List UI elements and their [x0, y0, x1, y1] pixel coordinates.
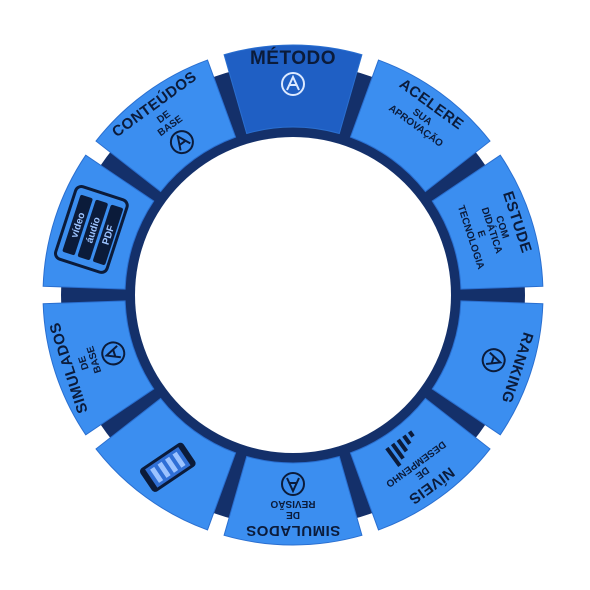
segment-content: MÉTODO	[250, 47, 336, 96]
segment-shape	[223, 44, 363, 135]
smartphone-icon	[139, 442, 196, 492]
segment-subtitle-line: DE	[286, 509, 300, 520]
qa-logo-icon	[281, 472, 305, 496]
segment-shape	[431, 300, 544, 436]
segment-title: SIMULADOS	[246, 522, 341, 539]
qa-logo-icon	[281, 72, 305, 96]
segment-content	[139, 442, 196, 492]
segment-mobile[interactable]	[95, 397, 237, 531]
segment-shape	[349, 59, 491, 193]
qa-logo-icon	[101, 341, 126, 366]
segment-shape	[95, 59, 237, 193]
segment-shape	[431, 154, 544, 290]
segment-shape	[223, 455, 363, 546]
qa-logo-icon	[481, 348, 506, 373]
segment-subtitle-line: REVISÃO	[270, 498, 315, 511]
segment-subtitle-line: DE	[77, 354, 92, 371]
segment-title: MÉTODO	[250, 47, 336, 69]
performance-levels-icon	[385, 430, 415, 468]
segment-shape	[42, 300, 155, 436]
segment-ranking[interactable]: RANKING	[431, 300, 544, 436]
segment-shape	[349, 397, 491, 531]
qa-logo-icon	[169, 130, 194, 155]
segment-subtitle-line: E	[475, 229, 488, 239]
segment-metodo[interactable]: MÉTODO	[223, 44, 363, 135]
wheel-center	[135, 137, 451, 453]
